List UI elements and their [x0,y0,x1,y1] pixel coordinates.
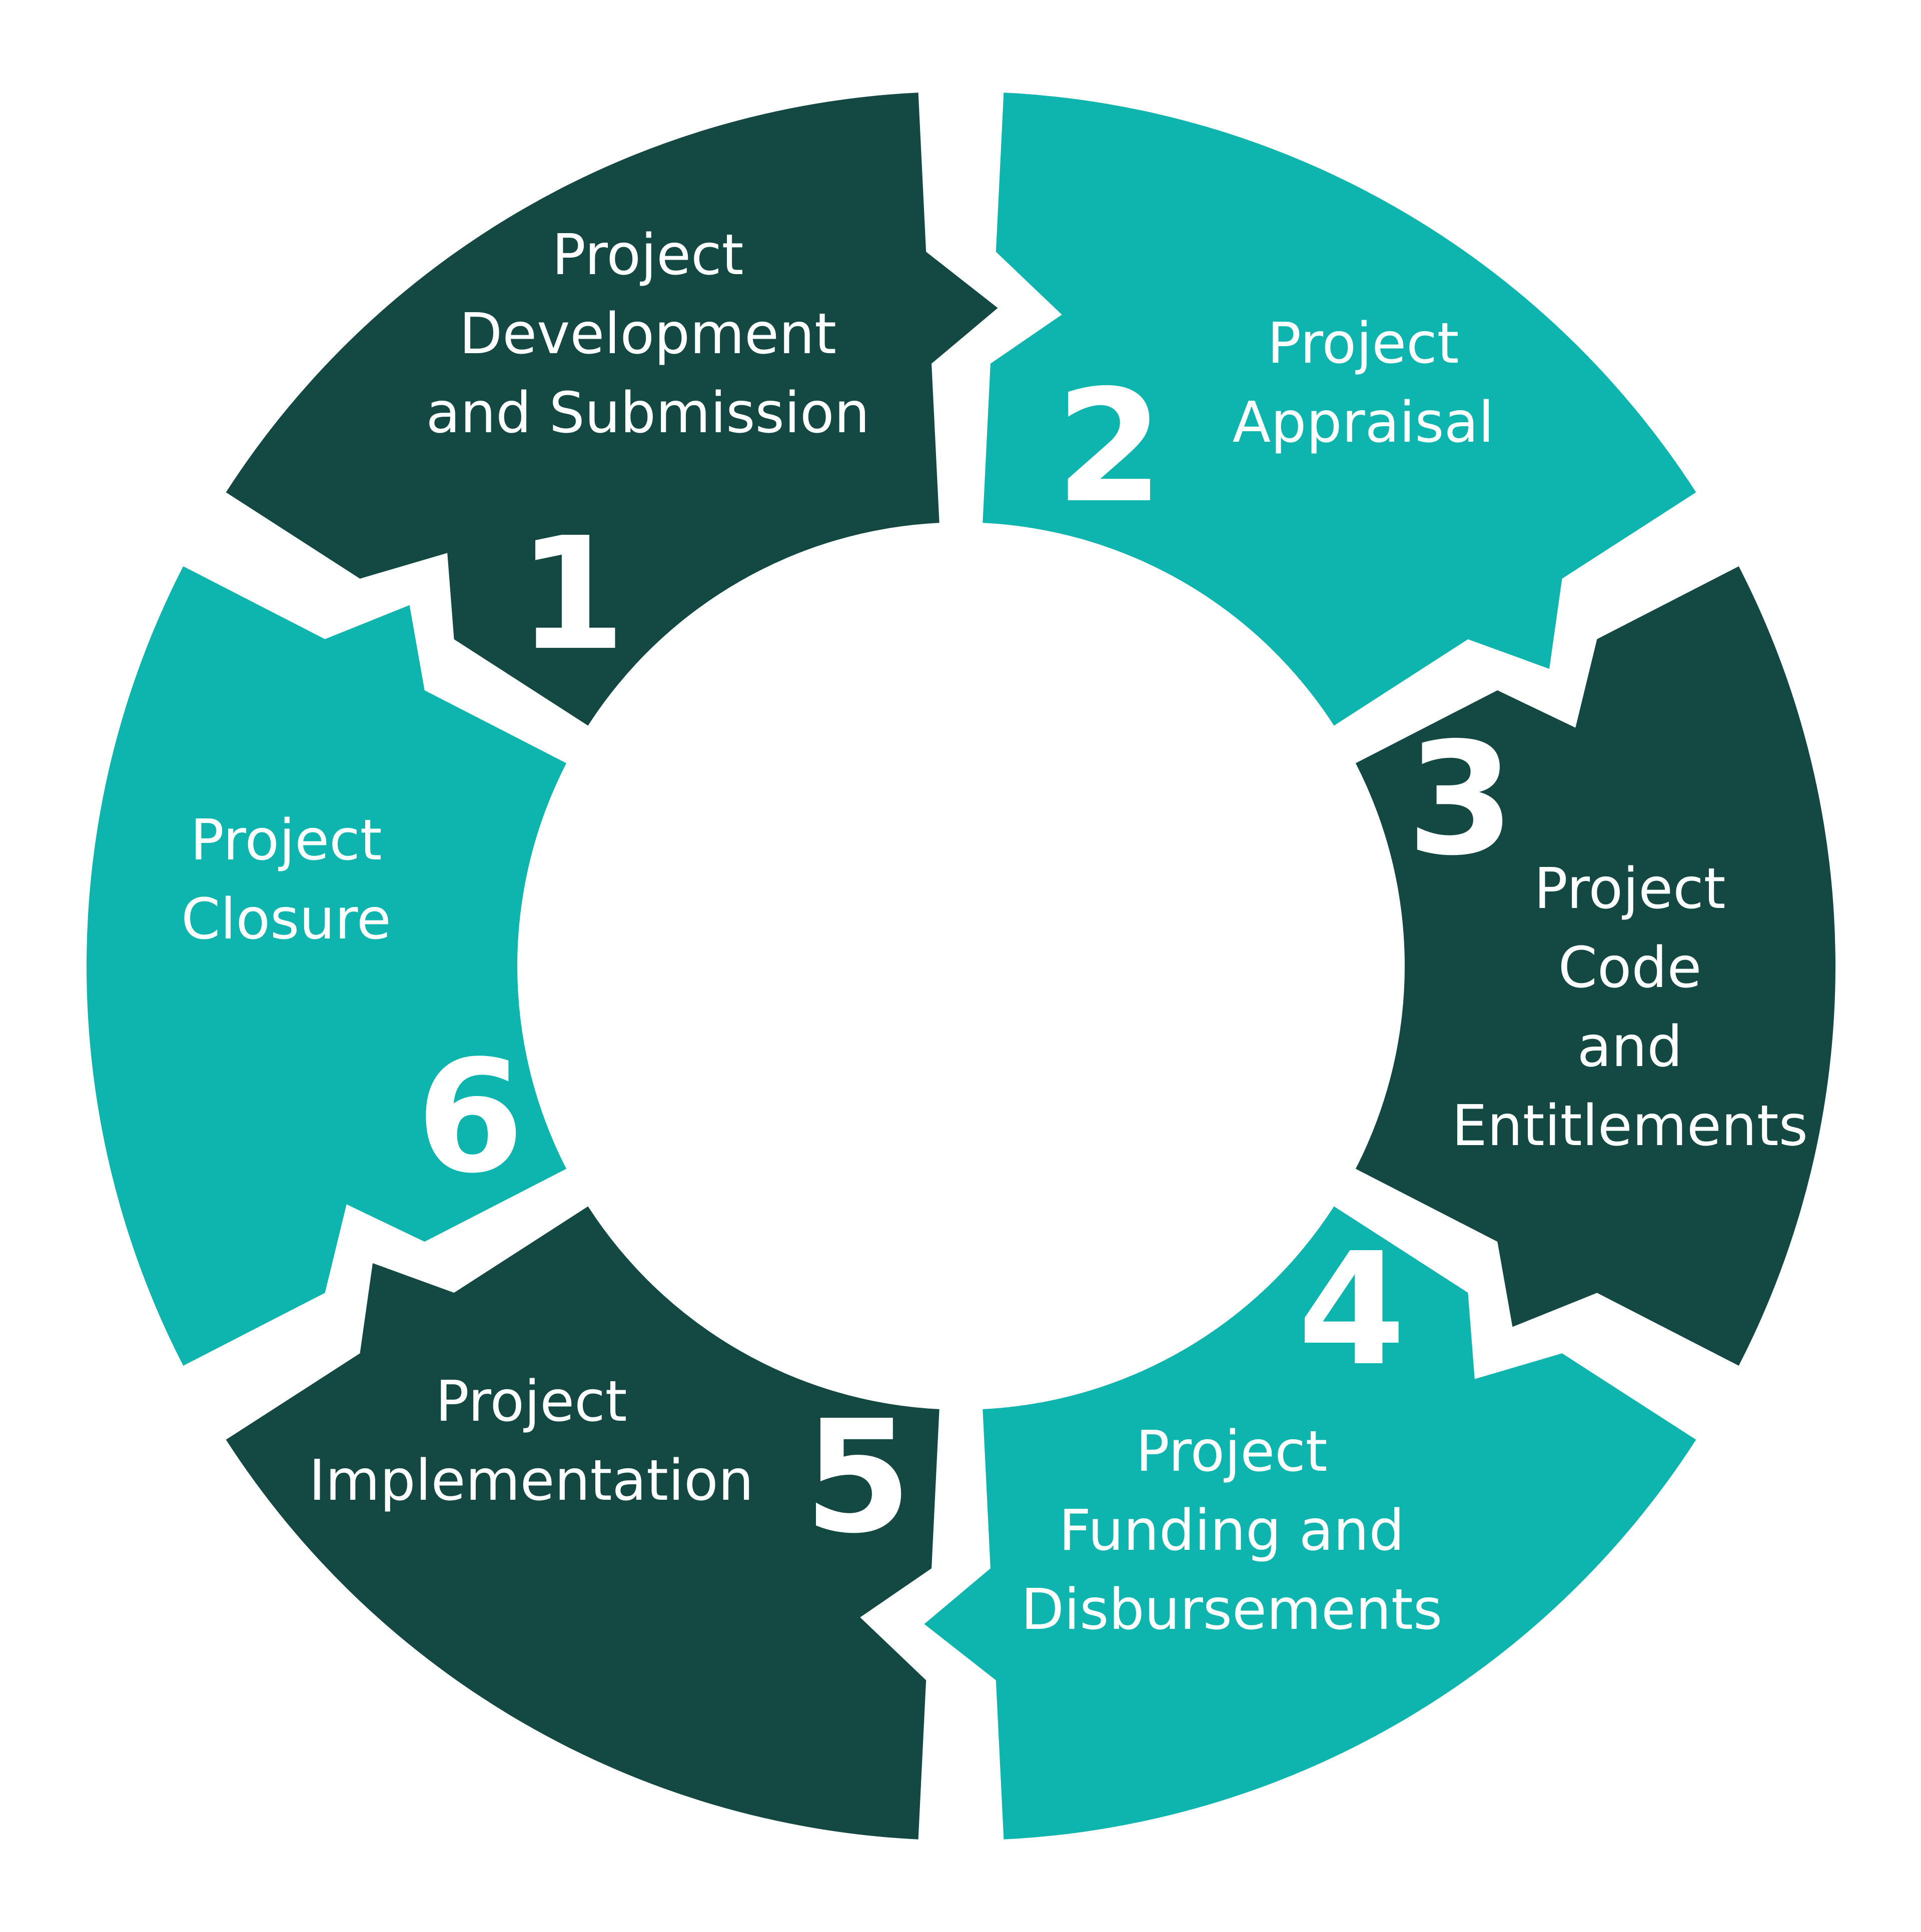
step-2-number: 2 [1056,357,1164,537]
step-3-label-line: Entitlements [1452,1094,1808,1159]
step-3-label-line: and [1577,1015,1683,1080]
step-3-number: 3 [1407,709,1515,890]
segment-step-1 [983,93,1696,726]
segment-step-3 [924,1206,1696,1839]
segment-step-6 [226,93,998,726]
step-4-label-line: Funding and [1059,1498,1405,1563]
step-4-number: 4 [1298,1220,1406,1400]
step-1-label-line: Development [459,302,836,367]
step-1-label-line: and Submission [426,381,869,446]
step-2-label-line: Appraisal [1233,390,1494,455]
step-2-label-line: Project [1267,311,1459,376]
step-1-label-line: Project [552,223,743,288]
segments-layer [87,93,1835,1839]
step-1-number: 1 [518,504,626,685]
step-4-label-line: Project [1136,1419,1327,1484]
step-5-label-line: Implementation [309,1448,753,1513]
segment-step-4 [226,1206,939,1839]
step-6-number: 6 [416,1027,524,1208]
step-5-label-line: Project [435,1369,627,1434]
step-3-label-line: Code [1558,935,1702,1001]
step-6-label-line: Closure [181,887,391,952]
step-5-number: 5 [804,1387,912,1568]
segment-step-5 [87,566,567,1366]
segment-step-2 [1355,566,1835,1366]
step-4-label-line: Disbursements [1021,1577,1442,1642]
step-6-label-line: Project [190,808,382,873]
step-3-label-line: Project [1534,856,1725,921]
